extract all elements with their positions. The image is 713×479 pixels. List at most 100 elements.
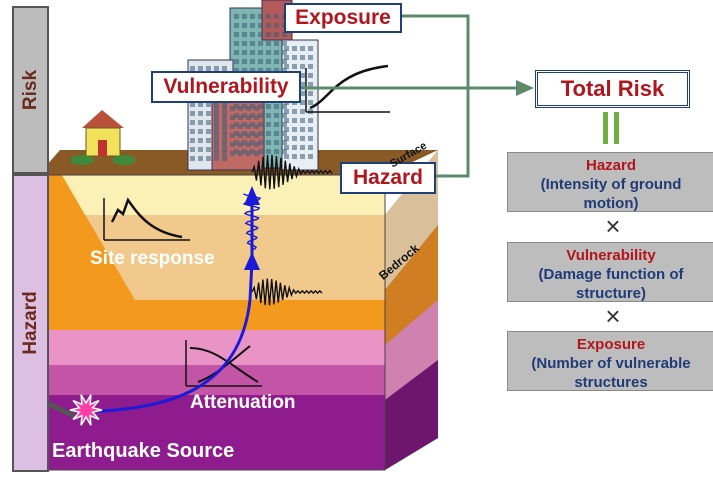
hazard-side-bar: Hazard	[12, 174, 49, 472]
building-window	[258, 50, 263, 55]
building-window	[190, 129, 195, 134]
building-window	[242, 140, 247, 145]
building-window	[222, 147, 227, 152]
building-window	[246, 133, 251, 138]
building-window	[190, 138, 195, 143]
building-window	[308, 136, 313, 141]
building-window	[206, 66, 211, 71]
building-window	[300, 73, 305, 78]
building-window	[266, 32, 271, 37]
building-window	[242, 50, 247, 55]
building-window	[206, 138, 211, 143]
building-window	[266, 59, 271, 64]
building-window	[266, 50, 271, 55]
layer-pink	[38, 330, 385, 365]
building-window	[308, 73, 313, 78]
building-window	[222, 129, 227, 134]
hazard-panel: Hazard (Intensity of ground motion)	[507, 152, 713, 212]
building-window	[266, 23, 271, 28]
building-window	[254, 106, 259, 111]
building-window	[234, 104, 239, 109]
building-window	[258, 32, 263, 37]
building-window	[292, 109, 297, 114]
building-window	[242, 149, 247, 154]
building-window	[300, 118, 305, 123]
building-window	[190, 120, 195, 125]
building-window	[234, 131, 239, 136]
risk-side-label: Risk	[19, 69, 41, 111]
building-window	[274, 131, 279, 136]
building-window	[250, 122, 255, 127]
building-window	[222, 120, 227, 125]
side-face-orange	[385, 225, 438, 345]
building-window	[214, 124, 219, 129]
building-window	[258, 23, 263, 28]
building-window	[292, 55, 297, 60]
building-window	[206, 156, 211, 161]
side-face-pink	[385, 300, 438, 400]
building-window	[274, 140, 279, 145]
building-window	[250, 50, 255, 55]
building-window	[246, 142, 251, 147]
building-window	[246, 106, 251, 111]
building-window	[222, 151, 227, 156]
building-window	[206, 111, 211, 116]
building-window	[242, 23, 247, 28]
building-window	[198, 120, 203, 125]
building-window	[214, 138, 219, 143]
building-window	[238, 133, 243, 138]
building-window	[300, 154, 305, 159]
exposure-panel-desc-2: structures	[574, 374, 648, 391]
building-window	[266, 149, 271, 154]
house-roof	[82, 110, 124, 128]
building-window	[250, 140, 255, 145]
seismic-ray	[79, 261, 254, 414]
building-window	[266, 68, 271, 73]
building-window	[242, 14, 247, 19]
vuln-curve	[309, 64, 389, 110]
building-window	[230, 106, 235, 111]
building-window	[242, 122, 247, 127]
building-window	[214, 106, 219, 111]
building-window	[254, 151, 259, 156]
attenuation-label: Attenuation	[190, 392, 296, 413]
building-window	[214, 102, 219, 107]
building-window	[214, 156, 219, 161]
building-window	[300, 145, 305, 150]
building-window	[238, 151, 243, 156]
building-window	[254, 115, 259, 120]
vulnerability-panel-desc-1: (Damage function of	[538, 266, 684, 283]
building-window	[308, 127, 313, 132]
building-window	[242, 113, 247, 118]
building-window	[238, 106, 243, 111]
building-window	[282, 131, 287, 136]
building-window	[242, 41, 247, 46]
earthquake-burst-icon	[69, 394, 103, 426]
building-window	[234, 41, 239, 46]
building-window	[254, 133, 259, 138]
building-window	[214, 120, 219, 125]
risk-side-bar: Risk	[12, 6, 49, 174]
building-window	[250, 23, 255, 28]
building-window	[308, 82, 313, 87]
building-window	[274, 113, 279, 118]
building-window	[292, 127, 297, 132]
building-window	[300, 91, 305, 96]
building-window	[214, 115, 219, 120]
building-window	[292, 145, 297, 150]
building-window	[198, 129, 203, 134]
vulnerability-label: Vulnerability	[151, 71, 301, 103]
building-window	[234, 149, 239, 154]
building-window	[214, 142, 219, 147]
connector-exposure-hazard	[402, 14, 470, 178]
building-window	[214, 129, 219, 134]
building-window	[274, 68, 279, 73]
building-window	[198, 111, 203, 116]
house-bush-right	[112, 155, 136, 165]
building-window	[250, 14, 255, 19]
building-window	[238, 142, 243, 147]
building-window	[222, 138, 227, 143]
earthquake-source-label: Earthquake Source	[52, 440, 235, 462]
house-bush-left	[70, 155, 94, 165]
building-window	[284, 46, 289, 51]
